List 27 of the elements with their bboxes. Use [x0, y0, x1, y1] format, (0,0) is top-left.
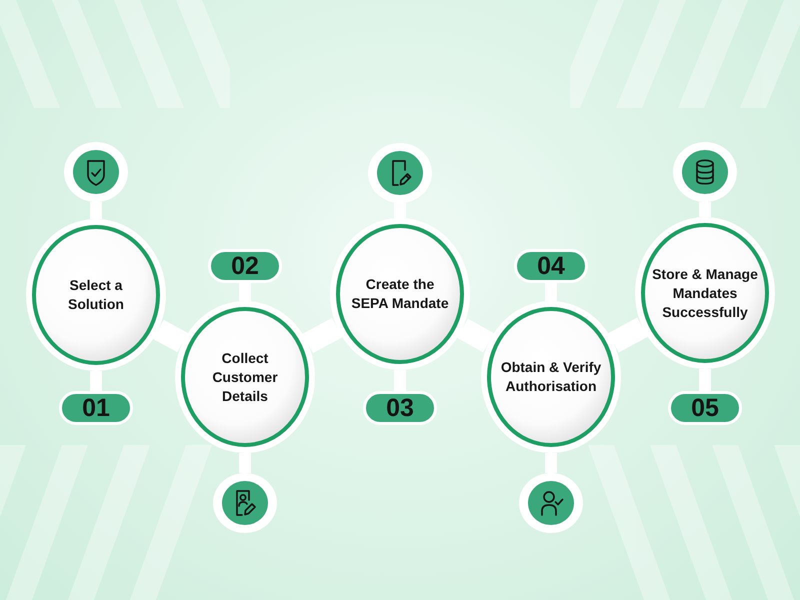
connector-stem	[90, 202, 102, 219]
connector-band	[153, 320, 188, 352]
step-circle	[175, 301, 315, 453]
step-title: Store & Manage Mandates Successfully	[651, 264, 759, 322]
step-title: Obtain & Verify Authorisation	[500, 358, 602, 396]
connector-stem	[239, 453, 251, 473]
step-number: 02	[208, 249, 282, 283]
step-circle	[481, 301, 621, 453]
connector-stem	[394, 370, 406, 391]
connector-stem	[545, 453, 557, 473]
connector-band	[302, 318, 342, 354]
step-number: 03	[363, 391, 437, 425]
step-circle	[635, 217, 775, 369]
connector-stem	[699, 369, 711, 391]
step-circle	[26, 219, 166, 371]
step-title: Collect Customer Details	[211, 348, 279, 406]
step-title: Create the SEPA Mandate	[350, 275, 450, 313]
step-number: 01	[59, 391, 133, 425]
connector-band	[608, 317, 648, 353]
step-title: Select a Solution	[67, 276, 125, 314]
connector-stem	[90, 371, 102, 391]
connector-stem	[545, 283, 557, 301]
connector-stem	[699, 202, 711, 217]
step-number: 05	[668, 391, 742, 425]
step-circle	[330, 218, 470, 370]
step-number: 04	[514, 249, 588, 283]
connector-band	[457, 318, 494, 352]
